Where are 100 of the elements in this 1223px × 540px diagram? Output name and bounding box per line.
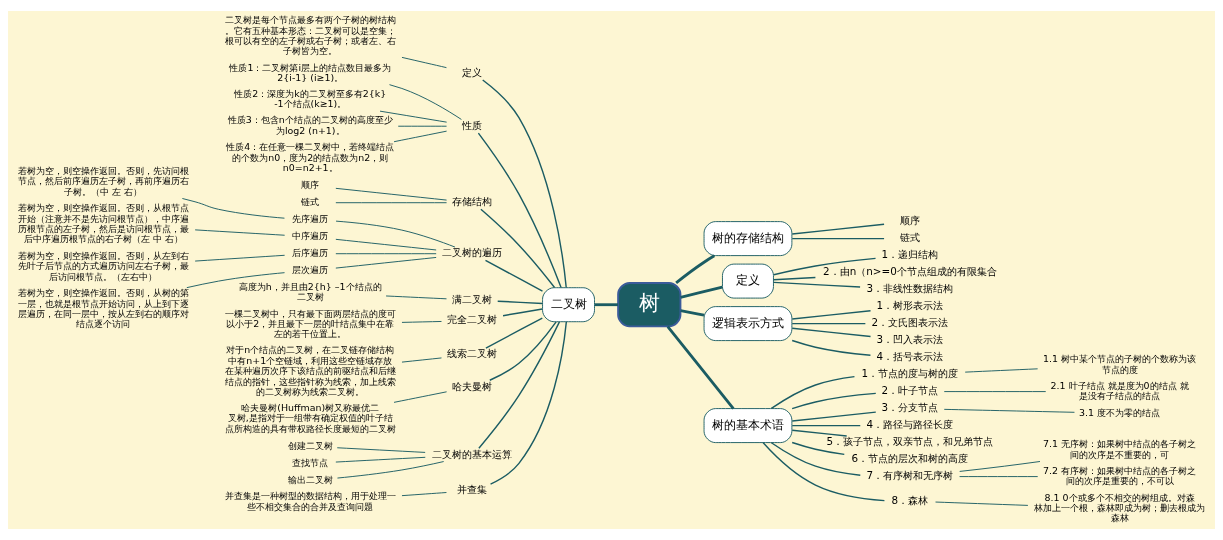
connector — [772, 281, 861, 288]
node-text: 创建二叉树 — [287, 439, 333, 451]
connector — [379, 110, 448, 123]
node-text: 并查集是一种树型的数据结构，用于处理一些不相交集合的合并及查询问题 — [224, 490, 396, 512]
connector — [964, 368, 1039, 373]
node-text: 若树为空，则空操作返回。否则，从左到右先叶子后节点的方式遍历访问左右子树，最后访问根节点。（左右中） — [17, 249, 189, 282]
node-text: 性质1：二叉树第i层上的结点数目最多为2{i-1} (i≥1)。 — [229, 61, 392, 83]
connector — [335, 187, 448, 201]
node-text: 层次遍历 — [292, 264, 329, 276]
node-text: 二叉树的基本运算 — [432, 447, 513, 460]
node-text: 若树为空，则空操作返回。否则，从树的第一层，也就是根节点开始访问，从上到下逐层遍历，在同一层中，按从左到右的顺序对结点逐个访问 — [17, 287, 189, 330]
node-text: 对于n个结点的二叉树，在二叉链存储结构中有n+1个空链域，利用这些空链域存放在某种遍历次序下该结点的前驱结点和后继结点的指针，这些指针称为线索，加上线索的二叉树称为线索二叉树。 — [224, 344, 396, 397]
node-text: 一棵二叉树中，只有最下面两层结点的度可以小于2，并且最下一层的叶结点集中在靠左的若干位置上。 — [224, 307, 396, 340]
node-text: 8.1 0个或多个不相交的树组成。对森林加上一个根，森林即成为树；删去根成为森林 — [1034, 491, 1206, 524]
node-text: 哈夫曼树(Huffman)树又称最优二叉树,是指对于一组带有确定权值的叶子结点所构造的具有带权路径长度最短的二叉树 — [224, 401, 396, 434]
connector — [484, 259, 544, 292]
connector — [401, 492, 447, 497]
connector — [335, 256, 437, 269]
connector — [502, 308, 544, 317]
connector — [385, 295, 447, 300]
connector — [489, 321, 557, 381]
connector — [186, 272, 285, 289]
node-text: 中序遍历 — [292, 230, 329, 242]
connector — [791, 411, 877, 422]
node-text: 哈夫曼树 — [452, 379, 493, 392]
node-text: 1．树形表示法 — [876, 299, 944, 312]
node-text: 8．森林 — [891, 493, 929, 506]
connector — [478, 321, 561, 449]
connector — [393, 130, 448, 143]
node-box: 逻辑表示方式 — [703, 306, 793, 342]
connector — [335, 202, 448, 204]
connector — [943, 408, 1075, 413]
connector — [335, 253, 437, 255]
connector — [489, 321, 568, 485]
connector — [959, 476, 1039, 478]
connector — [594, 303, 619, 307]
connector — [773, 257, 877, 276]
node-text: 1．节点的度与树的度 — [861, 367, 959, 380]
node-text: 顺序 — [301, 179, 320, 191]
connector — [935, 501, 1029, 506]
node-text: 2.1 叶子结点 就是度为0的结点 就是没有子结点的结点 — [1050, 379, 1189, 402]
connector — [401, 357, 442, 363]
node-box: 二叉树 — [542, 287, 595, 323]
node-text: 5．孩子节点，双亲节点，和兄弟节点 — [826, 435, 994, 448]
connector — [666, 325, 735, 410]
node-text: 7.2 有序树：如果树中结点的各子树之间的次序是重要的，不可以 — [1043, 464, 1197, 487]
connector — [680, 285, 723, 299]
connector — [680, 309, 705, 317]
node-text: 若树为空，则空操作返回。否则，从根节点开始（注意并不是先访问根节点），中序遍历根节点的左子树，然后是访问根节点，最后中序遍历根节点的右子树（左 中 右） — [17, 202, 189, 245]
node-text: 3．非线性数据结构 — [866, 282, 954, 295]
node-text: 顺序 — [899, 214, 920, 227]
connector — [791, 392, 877, 410]
node-text: 完全二叉树 — [447, 313, 498, 326]
node-text: 1.1 树中某个节点的子树的个数称为该节点的度 — [1043, 353, 1197, 375]
connector — [791, 429, 848, 437]
node-text: 满二叉树 — [452, 292, 493, 305]
connector — [791, 237, 885, 240]
node-text: 性质3：包含n个结点的二叉树的高度至少为log2 (n+1)。 — [227, 114, 393, 136]
node-text: 7．有序树和无序树 — [866, 469, 954, 482]
connector — [770, 375, 856, 410]
node-text: 先序遍历 — [292, 213, 329, 225]
node-text: 输出二叉树 — [287, 473, 333, 485]
node-text: 4．括号表示法 — [876, 350, 944, 363]
node-text: 若树为空，则空操作返回。否则，先访问根节点，然后前序遍历左子树，再前序遍历右子树。（中 左 右） — [17, 164, 189, 197]
node-text: 二叉树的遍历 — [442, 246, 503, 259]
connector — [772, 276, 817, 281]
connector — [943, 391, 1047, 393]
connector — [959, 461, 1041, 472]
connector — [791, 223, 885, 235]
node-text: 存储结构 — [452, 195, 493, 208]
node-text: 2．文氏图表示法 — [871, 316, 949, 329]
node-text: 1．递归结构 — [881, 248, 939, 261]
connector — [482, 79, 567, 289]
node-box: 树 — [617, 282, 682, 328]
connector — [389, 84, 462, 120]
connector — [791, 322, 867, 325]
connector — [480, 208, 556, 289]
connector — [791, 339, 872, 357]
connector — [181, 198, 285, 219]
node-box: 定义 — [722, 263, 774, 299]
connector — [675, 254, 716, 284]
node-text: 7.1 无序树：如果树中结点的各子树之间的次序是不重要的，可 — [1043, 438, 1197, 460]
connector — [401, 56, 447, 69]
node-text: 2．叶子节点 — [881, 384, 939, 397]
connector — [791, 424, 861, 427]
node-text: 定义 — [462, 65, 483, 78]
node-text: 高度为h，并且由2{h} –1个结点的二叉树 — [238, 280, 382, 302]
node-text: 性质 — [462, 118, 483, 131]
node-text: 后序遍历 — [292, 247, 329, 259]
node-text: 3．凹入表示法 — [876, 333, 944, 346]
node-text: 并查集 — [457, 483, 488, 496]
node-text: 性质4：在任意一棵二叉树中，若终端结点的个数为n0，度为2的结点数为n2，则n0=n2+1。 — [226, 141, 395, 174]
connector — [791, 309, 872, 320]
connector — [770, 442, 861, 476]
node-text: 3．分支节点 — [881, 401, 939, 414]
node-text: 链式 — [301, 196, 320, 208]
connector — [335, 456, 426, 463]
connector — [791, 327, 872, 338]
connector — [335, 220, 456, 248]
connector — [485, 317, 543, 349]
